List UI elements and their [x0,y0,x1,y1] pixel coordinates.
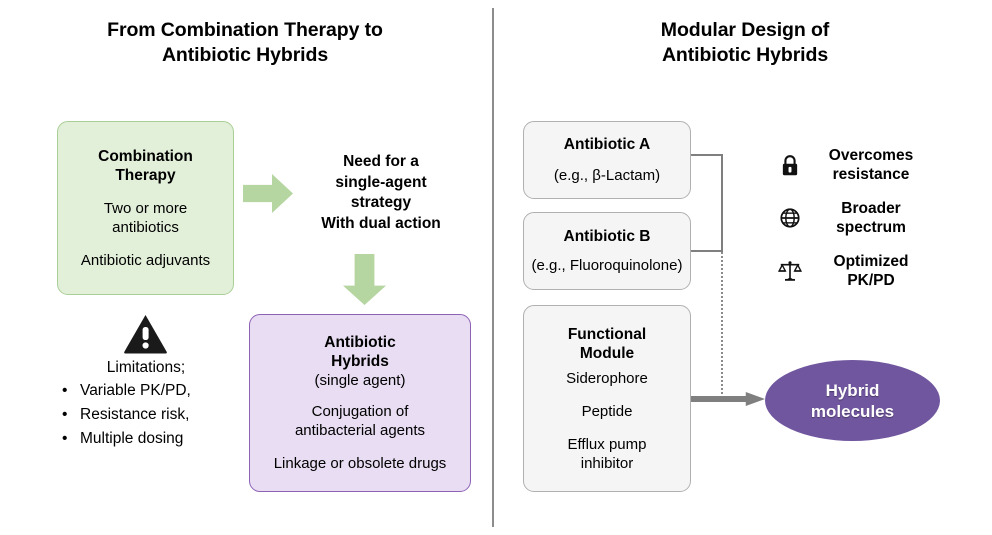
antibiotic-b-title: Antibiotic B [563,228,651,245]
hybrid-molecules-line1: Hybrid [825,380,880,400]
functional-module-title-line2: Module [579,344,635,362]
right-panel-title-line2: Antibiotic Hybrids [661,44,829,66]
need-line1: Need for a [343,153,419,170]
arrow-right-to-hybrid-icon [691,392,765,406]
list-item: • Resistance risk, [62,403,252,427]
right-panel-title: Modular Design of Antibiotic Hybrids [545,18,945,68]
combination-therapy-line1: Two or more [103,199,188,217]
antibiotic-hybrids-line1: Conjugation of [311,403,409,420]
antibiotic-hybrids-line3: Linkage or obsolete drugs [273,455,447,472]
need-single-agent-text: Need for a single-agent strategy With du… [286,152,476,234]
limitations-list: • Variable PK/PD, • Resistance risk, • M… [62,379,252,451]
antibiotic-a-title: Antibiotic A [563,136,651,153]
benefit-optimized-pkpd: Optimized PK/PD [777,252,931,290]
antibiotic-hybrids-subtitle: (single agent) [314,372,406,389]
list-item: • Multiple dosing [62,427,252,451]
limitation-label: Variable PK/PD, [80,382,191,399]
antibiotic-a-detail: (e.g., β-Lactam) [553,167,661,184]
hybrid-molecules-line2: molecules [810,401,895,421]
benefit-overcomes-resistance: Overcomes resistance [777,146,931,184]
antibiotic-hybrids-box: Antibiotic Hybrids (single agent) Conjug… [249,314,471,492]
arrow-down-icon [343,254,386,305]
hybrid-molecules-ellipse: Hybrid molecules [765,360,940,441]
functional-module-title-line1: Functional [567,325,647,343]
functional-module-item-efflux-line1: Efflux pump [567,435,647,453]
functional-module-item-peptide: Peptide [581,402,633,420]
functional-module-box: Functional Module Siderophore Peptide Ef… [523,305,691,492]
antibiotic-b-detail: (e.g., Fluoroquinolone) [531,257,683,274]
functional-module-item-efflux-line2: inhibitor [580,454,634,472]
benefit-label-line1: Overcomes [828,147,914,164]
globe-icon [777,205,803,231]
combination-therapy-title-line1: Combination [98,147,193,165]
hybrid-molecules-label: Hybrid molecules [811,380,894,422]
benefit-label-line1: Broader [841,200,901,217]
combination-therapy-line2: antibiotics [112,218,179,236]
warning-triangle-icon [123,313,168,354]
left-panel-title: From Combination Therapy to Antibiotic H… [40,18,450,68]
benefit-label: Broader spectrum [811,199,931,237]
bullet-icon: • [62,382,68,399]
combination-therapy-title-line2: Therapy [115,166,176,184]
antibiotic-hybrids-title-line1: Antibiotic [324,334,396,351]
need-line4: With dual action [321,214,441,232]
need-line3: strategy [350,194,412,211]
connector-dotted-functional [721,252,723,398]
benefit-label: Optimized PK/PD [811,252,931,290]
right-panel-title-line1: Modular Design of [660,19,830,41]
panel-divider [492,8,494,527]
connector-antibiotic-a [691,154,723,156]
bullet-icon: • [62,430,68,447]
benefit-label: Overcomes resistance [811,146,931,184]
limitation-label: Multiple dosing [80,430,184,447]
left-panel-title-line2: Antibiotic Hybrids [161,44,329,66]
left-panel-title-line1: From Combination Therapy to [107,19,383,41]
limitations-heading: Limitations; [106,359,186,376]
bullet-icon: • [62,406,68,423]
antibiotic-b-box: Antibiotic B (e.g., Fluoroquinolone) [523,212,691,290]
need-line2: single-agent [335,173,427,191]
functional-module-item-siderophore: Siderophore [566,369,648,387]
antibiotic-hybrids-line2: antibacterial agents [294,422,426,439]
lock-icon [777,152,803,178]
antibiotic-hybrids-title-line2: Hybrids [331,353,389,370]
antibiotic-a-box: Antibiotic A (e.g., β-Lactam) [523,121,691,199]
connector-antibiotic-b [691,250,723,252]
combination-therapy-box: Combination Therapy Two or more antibiot… [57,121,234,295]
combination-therapy-line3: Antibiotic adjuvants [80,251,211,269]
connector-vertical-bracket [721,154,723,252]
benefit-label-line2: resistance [832,166,910,183]
list-item: • Variable PK/PD, [62,379,252,403]
benefit-broader-spectrum: Broader spectrum [777,199,931,237]
benefit-label-line2: PK/PD [847,272,895,289]
limitation-label: Resistance risk, [80,406,190,423]
benefit-label-line1: Optimized [833,253,909,270]
balance-scale-icon [777,258,803,284]
benefit-label-line2: spectrum [836,219,906,236]
